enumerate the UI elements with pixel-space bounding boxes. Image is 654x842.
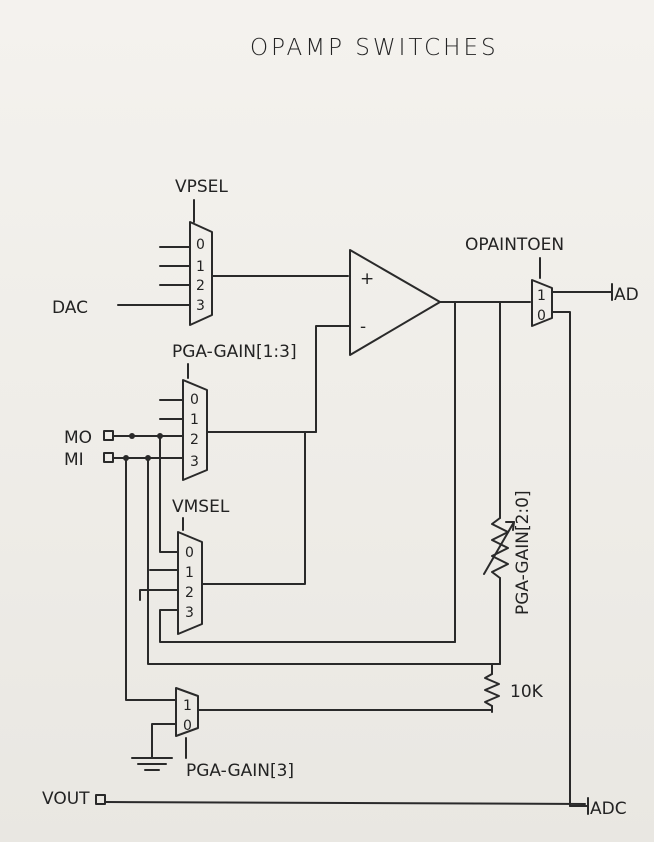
ground-wire xyxy=(151,723,177,759)
vmsel-in3-label: 3 xyxy=(185,605,194,621)
vpsel-in3-label: 3 xyxy=(196,298,205,314)
vpsel-in1-label: 1 xyxy=(196,259,205,275)
vpsel-in2-label: 2 xyxy=(196,278,205,294)
vmsel-in1-label: 1 xyxy=(185,565,194,581)
opaintoen-label: OPAINTOEN xyxy=(465,235,564,255)
vout-terminal xyxy=(95,794,106,805)
opamp-minus-wire xyxy=(315,325,351,433)
output-switch-in0-label: 0 xyxy=(537,308,546,324)
mi-terminal xyxy=(103,452,114,463)
pga-gain-13-label: PGA-GAIN[1:3] xyxy=(172,342,297,362)
mi-to-resistor-wire xyxy=(147,457,501,665)
vpsel-label: VPSEL xyxy=(175,177,228,197)
adc-feed-wire xyxy=(551,311,571,807)
vmsel-in2-wire xyxy=(139,589,179,601)
adc-label: ADC xyxy=(590,799,627,819)
variable-resistor-arrow xyxy=(483,521,515,575)
vpsel-mux xyxy=(189,221,213,326)
pga-gain-3-label: PGA-GAIN[3] xyxy=(186,761,294,781)
vmsel-in2-label: 2 xyxy=(185,585,194,601)
vout-label: VOUT xyxy=(42,789,90,809)
variable-resistor-arrowhead xyxy=(505,521,515,531)
vout-wire xyxy=(104,801,586,805)
mi-junction-2 xyxy=(145,455,151,461)
variable-resistor xyxy=(491,517,509,579)
bottom-switch-mux xyxy=(175,687,199,737)
vmsel-in0-label: 0 xyxy=(185,545,194,561)
opamp-plus-sign: + xyxy=(360,269,374,289)
pga-mux-in2-label: 2 xyxy=(190,432,199,448)
mi-label: MI xyxy=(64,450,84,470)
mo-terminal xyxy=(103,430,114,441)
mo-junction-1 xyxy=(129,433,135,439)
vmsel-mux xyxy=(177,531,203,635)
output-switch-in1-label: 1 xyxy=(537,288,546,304)
vmsel-in3-feedback-wire xyxy=(159,609,456,643)
pga-mux-in0-label: 0 xyxy=(190,392,199,408)
pga-gain-20-label: PGA-GAIN[2:0] xyxy=(513,490,533,615)
bottom-switch-in0-label: 0 xyxy=(183,718,192,734)
diagram-title: OPAMP SWITCHES xyxy=(250,35,499,61)
vmsel-in0-wire xyxy=(159,435,179,553)
opamp-minus-sign: - xyxy=(360,317,366,337)
mo-label: MO xyxy=(64,428,92,448)
r10k-resistor xyxy=(484,673,500,707)
vmsel-out-wire xyxy=(201,431,306,585)
ad-label: AD xyxy=(614,285,639,305)
bottom-switch-in1-label: 1 xyxy=(183,698,192,714)
output-switch-mux xyxy=(531,279,553,327)
mi-to-bottom-switch-wire xyxy=(125,457,177,701)
opamp-triangle xyxy=(349,249,441,356)
pga-gain-mux xyxy=(182,379,208,481)
vpsel-in0-label: 0 xyxy=(196,237,205,253)
dac-label: DAC xyxy=(52,298,88,318)
r10k-label: 10K xyxy=(510,682,544,702)
pga-mux-in3-label: 3 xyxy=(190,454,199,470)
pga-mux-in1-label: 1 xyxy=(190,412,199,428)
vmsel-label: VMSEL xyxy=(172,497,230,517)
